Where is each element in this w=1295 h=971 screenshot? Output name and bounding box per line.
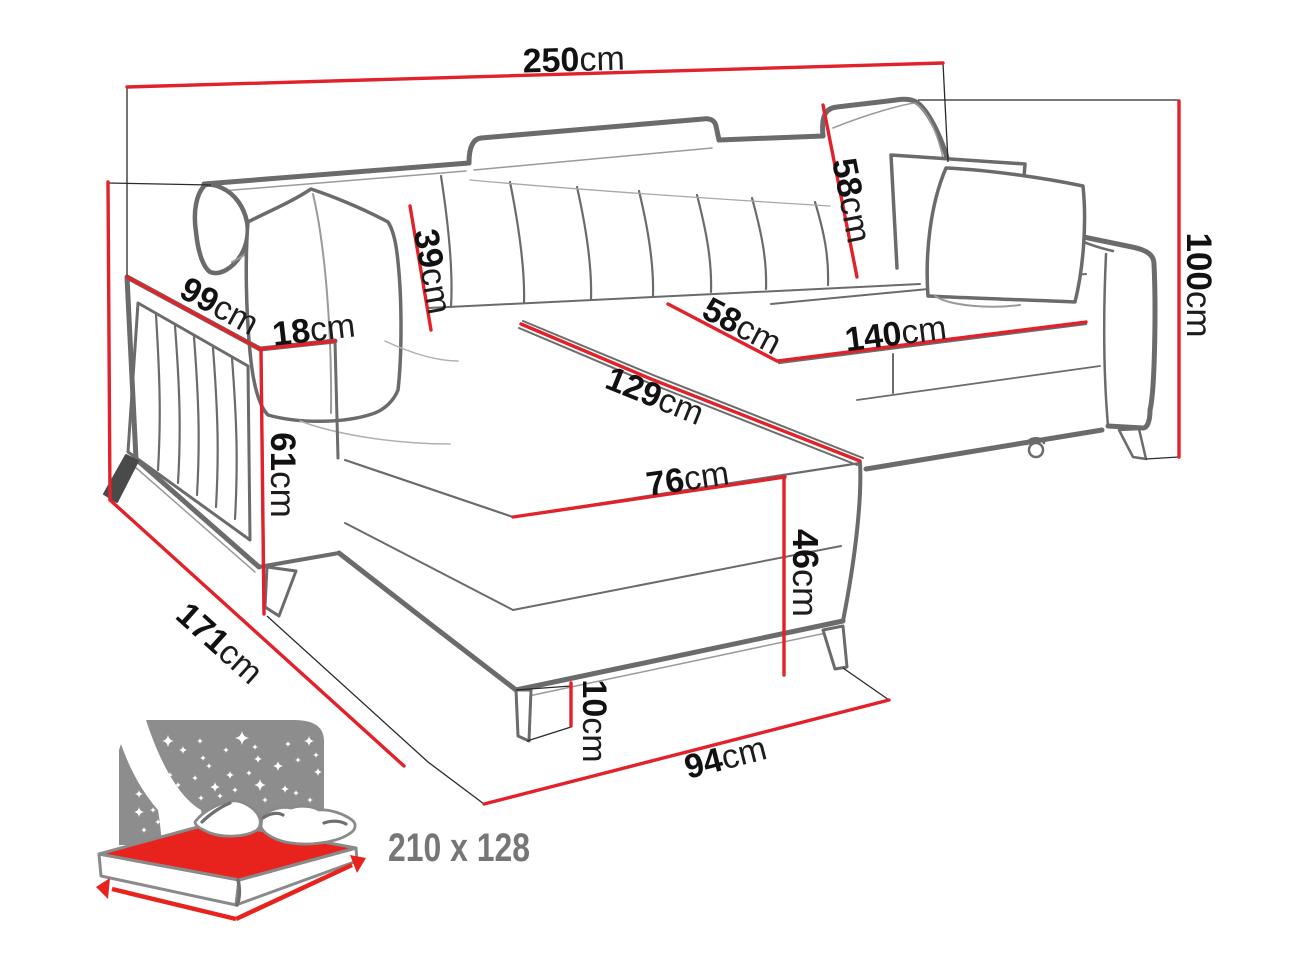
svg-text:250cm: 250cm	[522, 39, 625, 80]
svg-text:210 x 128: 210 x 128	[388, 826, 530, 870]
svg-text:10cm: 10cm	[575, 679, 613, 762]
svg-text:18cm: 18cm	[270, 306, 357, 353]
svg-text:140cm: 140cm	[843, 309, 949, 359]
svg-text:58cm: 58cm	[824, 155, 879, 246]
svg-text:61cm: 61cm	[263, 432, 302, 518]
svg-text:39cm: 39cm	[406, 226, 459, 317]
svg-text:94cm: 94cm	[681, 729, 771, 786]
svg-text:100cm: 100cm	[1179, 232, 1218, 337]
svg-text:76cm: 76cm	[644, 454, 732, 504]
svg-text:46cm: 46cm	[785, 529, 826, 617]
